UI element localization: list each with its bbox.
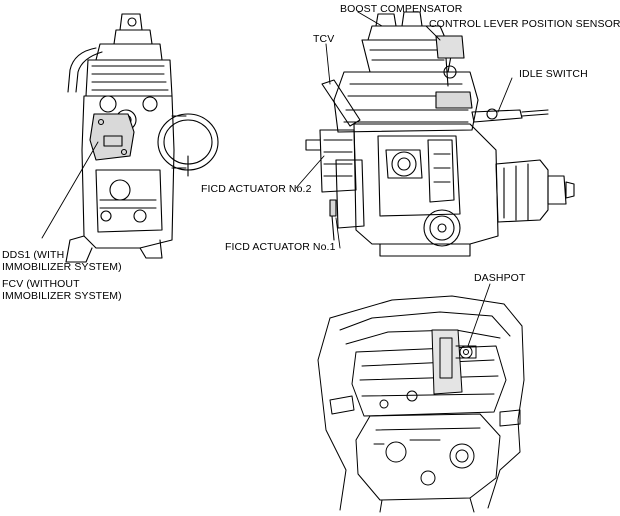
- label-fcv-line1: FCV (WITHOUT: [2, 278, 80, 290]
- label-idle-switch: IDLE SWITCH: [519, 68, 588, 80]
- label-control-lever-position-sensor: CONTROL LEVER POSITION SENSOR: [429, 18, 620, 30]
- pump-side-view: [41, 13, 219, 263]
- label-dds1: DDS1 (WITH IMMOBILIZER SYSTEM): [2, 249, 122, 273]
- label-ficd-actuator-2: FICD ACTUATOR No.2: [201, 183, 312, 195]
- pump-rear-view: [317, 283, 525, 513]
- label-dds1-line2: IMMOBILIZER SYSTEM): [2, 261, 122, 273]
- label-boost-compensator: BOOST COMPENSATOR: [340, 3, 463, 15]
- label-tcv: TCV: [313, 33, 335, 45]
- label-ficd-actuator-1: FICD ACTUATOR No.1: [225, 241, 336, 253]
- label-fcv-line2: IMMOBILIZER SYSTEM): [2, 290, 122, 302]
- label-dds1-line1: DDS1 (WITH: [2, 249, 65, 261]
- pump-front-view: [295, 11, 575, 257]
- label-fcv: FCV (WITHOUT IMMOBILIZER SYSTEM): [2, 278, 122, 302]
- label-dashpot: DASHPOT: [474, 272, 526, 284]
